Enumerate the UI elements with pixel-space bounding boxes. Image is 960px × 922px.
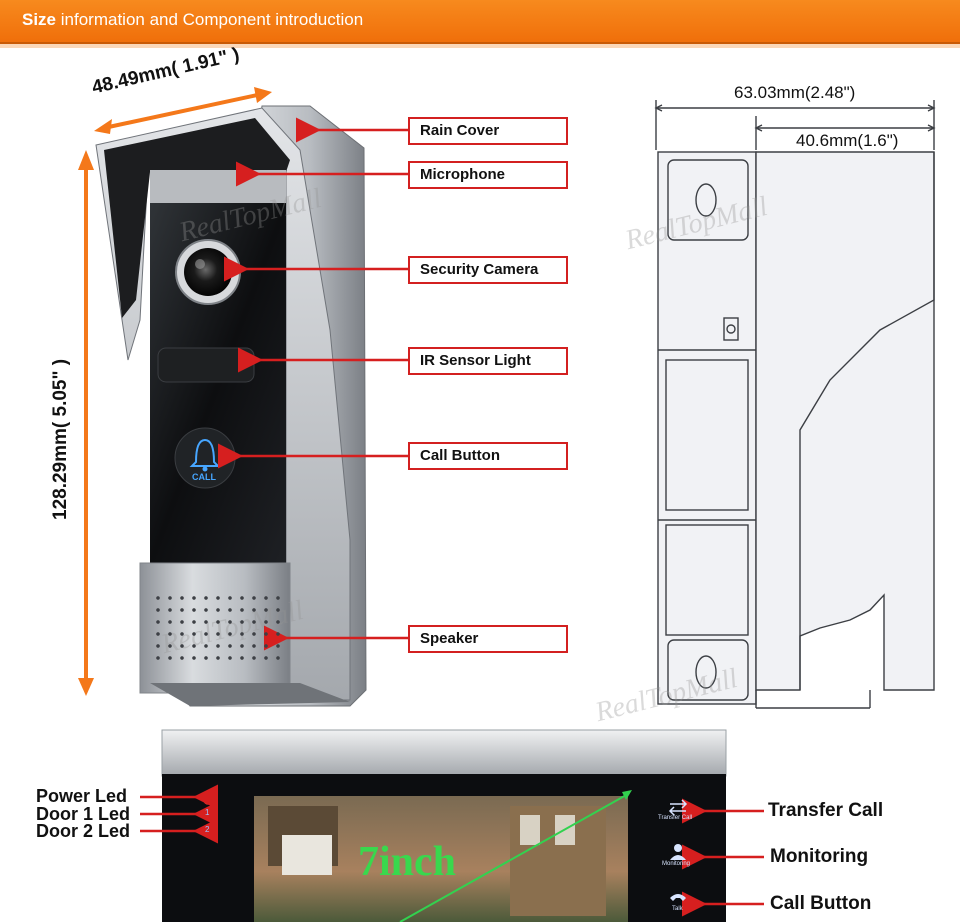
monitoring-label: Monitoring <box>770 846 869 867</box>
height-dimension-label: 128.29mm( 5.05" ) <box>50 358 71 520</box>
door2-led-label: Door 2 Led <box>36 821 131 841</box>
talk-icon-caption: Talk <box>672 906 683 912</box>
label-rain-cover: Rain Cover <box>408 117 568 145</box>
led-number-1: 1 <box>205 808 210 817</box>
speaker-grille <box>152 592 280 668</box>
depth-total-label: 63.03mm(2.48") <box>734 83 856 102</box>
header-bar: Size information and Component introduct… <box>0 0 960 44</box>
monitoring-icon-caption: Monitoring <box>662 861 691 867</box>
indoor-monitor <box>161 729 727 922</box>
monitoring-icon <box>670 844 686 860</box>
talk-icon <box>670 894 686 901</box>
led-number-2: 2 <box>205 825 210 834</box>
screen-size-text: 7inch <box>358 839 457 885</box>
monitor-call-button-label: Call Button <box>770 893 872 914</box>
depth-body-label: 40.6mm(1.6") <box>796 131 899 150</box>
transfer-icon <box>668 799 688 816</box>
dimension-height-arrow <box>78 150 94 696</box>
label-microphone: Microphone <box>408 161 568 189</box>
label-security-camera: Security Camera <box>408 256 568 284</box>
side-view-drawing <box>654 100 936 709</box>
transfer-call-label: Transfer Call <box>768 800 884 821</box>
label-call-button: Call Button <box>408 442 568 470</box>
label-ir-sensor-light: IR Sensor Light <box>408 347 568 375</box>
label-arrows <box>140 117 764 917</box>
dimension-width-arrow <box>94 87 272 134</box>
call-text: CALL <box>192 472 216 482</box>
header-underline <box>0 44 960 48</box>
power-led-label: Power Led <box>36 786 128 806</box>
transfer-icon-caption: Transfer Call <box>658 815 693 821</box>
header-title: Size information and Component introduct… <box>22 10 364 29</box>
door1-led-label: Door 1 Led <box>36 804 131 824</box>
label-speaker: Speaker <box>408 625 568 653</box>
